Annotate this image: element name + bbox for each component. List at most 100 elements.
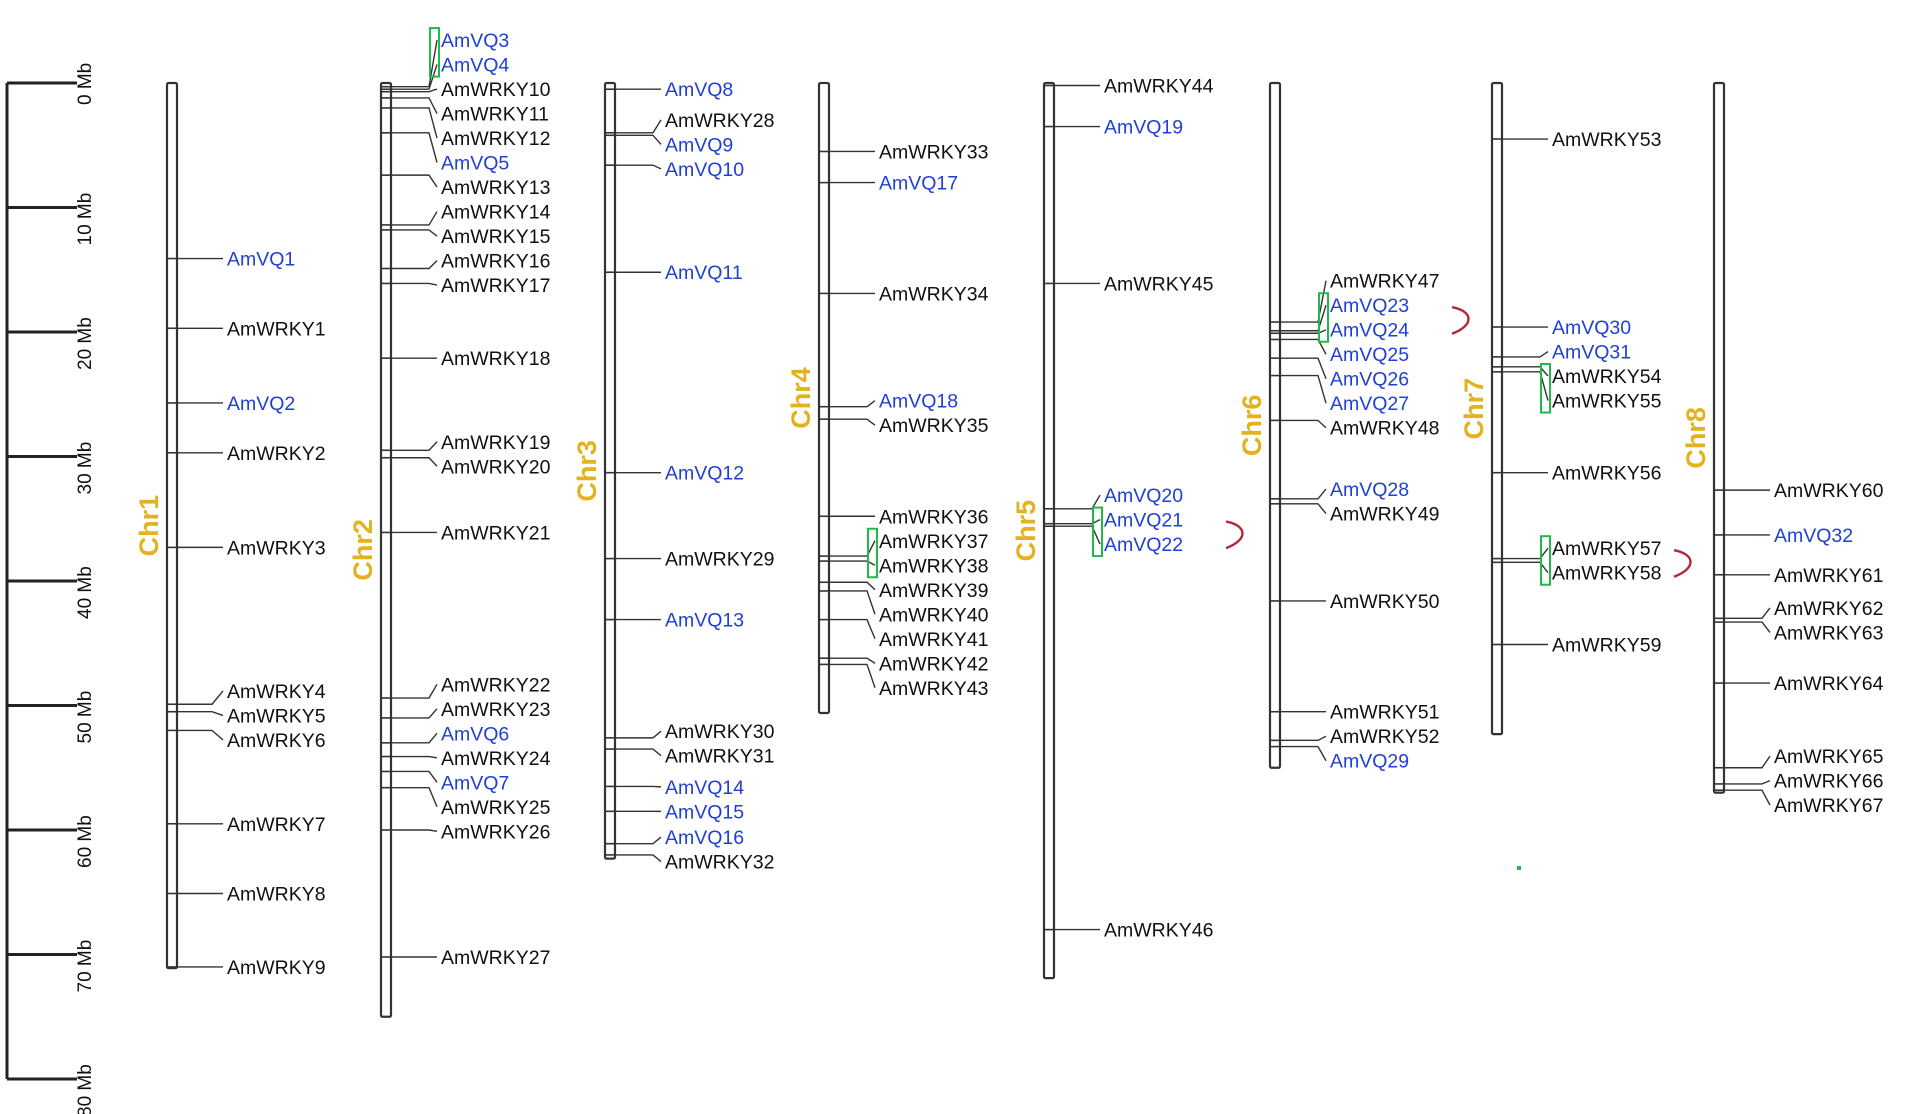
gene-connector	[829, 618, 876, 640]
scale-tick-label: 30 Mb	[75, 442, 96, 495]
gene-label-amvq2: AmVQ2	[227, 393, 295, 415]
gene-label-amvq12: AmVQ12	[665, 463, 744, 485]
gene-label-amwrky51: AmWRKY51	[1330, 702, 1439, 724]
gene-connector	[391, 211, 438, 226]
gene-label-amvq30: AmVQ30	[1552, 317, 1631, 339]
chromosome-chr1: Chr1AmVQ1AmWRKY1AmVQ2AmWRKY2AmWRKY3AmWRK…	[134, 81, 326, 979]
chromosome-chr3: Chr3AmVQ8AmWRKY28AmVQ9AmVQ10AmVQ11AmVQ12…	[572, 79, 775, 873]
gene-label-amwrky28: AmWRKY28	[665, 110, 774, 132]
gene-label-amwrky39: AmWRKY39	[879, 580, 988, 602]
chromosome-label: Chr3	[572, 440, 602, 502]
gene-label-amwrky66: AmWRKY66	[1774, 771, 1883, 793]
gene-label-amwrky7: AmWRKY7	[227, 814, 326, 836]
gene-label-amwrky33: AmWRKY33	[879, 141, 988, 163]
gene-label-amwrky24: AmWRKY24	[441, 748, 551, 770]
gene-label-amwrky50: AmWRKY50	[1330, 591, 1440, 613]
gene-connector	[1724, 789, 1771, 806]
gene-label-amwrky42: AmWRKY42	[879, 653, 988, 675]
gene-label-amwrky27: AmWRKY27	[441, 947, 550, 969]
gene-label-amwrky18: AmWRKY18	[441, 348, 550, 370]
gene-label-amwrky2: AmWRKY2	[227, 443, 326, 465]
gene-connector	[1280, 503, 1327, 515]
chromosome-label: Chr7	[1459, 378, 1489, 440]
gene-label-amwrky8: AmWRKY8	[227, 883, 326, 905]
gene-connector	[1280, 745, 1327, 762]
gene-connector	[391, 39, 438, 88]
gene-connector	[391, 97, 438, 114]
gene-label-amwrky48: AmWRKY48	[1330, 418, 1439, 440]
gene-label-amwrky9: AmWRKY9	[227, 957, 326, 979]
gene-label-amwrky29: AmWRKY29	[665, 549, 774, 571]
gene-connector	[615, 134, 662, 145]
gene-connector	[177, 729, 224, 741]
gene-label-amwrky30: AmWRKY30	[665, 721, 775, 743]
gene-connector	[1724, 621, 1771, 633]
gene-label-amwrky57: AmWRKY57	[1552, 538, 1661, 560]
gene-connector	[615, 854, 662, 863]
gene-connector	[391, 229, 438, 237]
gene-connector	[1724, 779, 1771, 785]
tandem-duplication-box	[1540, 363, 1551, 414]
gene-connector	[1724, 607, 1771, 620]
gene-connector	[829, 590, 876, 615]
gene-label-amwrky36: AmWRKY36	[879, 506, 988, 528]
gene-connector	[1280, 488, 1327, 500]
gene-label-amvq3: AmVQ3	[441, 30, 509, 52]
gene-connector	[391, 683, 438, 699]
gene-label-amvq18: AmVQ18	[879, 391, 958, 413]
gene-connector	[391, 708, 438, 719]
gene-label-amvq13: AmVQ13	[665, 610, 744, 632]
gene-label-amwrky25: AmWRKY25	[441, 797, 551, 819]
gene-label-amvq4: AmVQ4	[441, 55, 509, 77]
gene-label-amvq22: AmVQ22	[1104, 534, 1183, 556]
chromosome-bar	[379, 81, 393, 1018]
gene-label-amwrky21: AmWRKY21	[441, 522, 550, 544]
gene-label-amwrky12: AmWRKY12	[441, 128, 550, 150]
scale-tick-label: 10 Mb	[75, 193, 96, 246]
chromosome-chr4: Chr4AmWRKY33AmVQ17AmWRKY34AmVQ18AmWRKY35…	[786, 81, 989, 715]
tandem-duplication-box	[1318, 292, 1329, 343]
gene-label-amwrky53: AmWRKY53	[1552, 129, 1661, 151]
chromosome-bar	[1268, 81, 1282, 769]
gene-label-amwrky61: AmWRKY61	[1774, 565, 1883, 587]
gene-label-amwrky32: AmWRKY32	[665, 852, 774, 874]
gene-label-amwrky13: AmWRKY13	[441, 177, 550, 199]
gene-label-amvq29: AmVQ29	[1330, 751, 1409, 773]
gene-label-amwrky52: AmWRKY52	[1330, 726, 1439, 748]
gene-label-amwrky4: AmWRKY4	[227, 681, 326, 703]
tandem-duplication-box	[1092, 506, 1103, 558]
gene-connector	[391, 174, 438, 188]
gene-connector	[1724, 755, 1771, 769]
gene-label-amwrky58: AmWRKY58	[1552, 563, 1661, 585]
chromosomes: Chr1AmVQ1AmWRKY1AmVQ2AmWRKY2AmWRKY3AmWRK…	[134, 27, 1884, 1018]
duplication-arc	[1451, 306, 1470, 335]
gene-connector	[391, 457, 438, 467]
chromosome-chr7: Chr7AmWRKY53AmVQ30AmVQ31AmWRKY54AmWRKY55…	[1459, 81, 1692, 736]
gene-connector	[829, 418, 876, 426]
gene-label-amvq19: AmVQ19	[1104, 117, 1183, 139]
gene-connector	[1280, 357, 1327, 379]
gene-label-amvq1: AmVQ1	[227, 249, 295, 271]
gene-label-amwrky17: AmWRKY17	[441, 275, 550, 297]
gene-connector	[1502, 350, 1549, 358]
gene-label-amwrky45: AmWRKY45	[1104, 273, 1214, 295]
gene-label-amwrky49: AmWRKY49	[1330, 504, 1439, 526]
gene-label-amvq8: AmVQ8	[665, 79, 733, 101]
gene-label-amwrky65: AmWRKY65	[1774, 746, 1884, 768]
duplication-arc	[1225, 520, 1244, 550]
gene-label-amvq28: AmVQ28	[1330, 479, 1409, 501]
gene-connector	[391, 64, 438, 90]
gene-label-amvq21: AmVQ21	[1104, 510, 1183, 532]
gene-label-amwrky15: AmWRKY15	[441, 226, 551, 248]
chromosome-label: Chr1	[134, 495, 164, 557]
chromosome-label: Chr2	[348, 519, 378, 581]
gene-connector	[391, 282, 438, 286]
gene-connector	[829, 400, 876, 408]
gene-label-amwrky31: AmWRKY31	[665, 746, 774, 768]
gene-connector	[615, 730, 662, 739]
gene-connector	[391, 786, 438, 808]
gene-label-amvq11: AmVQ11	[665, 262, 743, 284]
chromosome-bar	[1712, 81, 1726, 794]
